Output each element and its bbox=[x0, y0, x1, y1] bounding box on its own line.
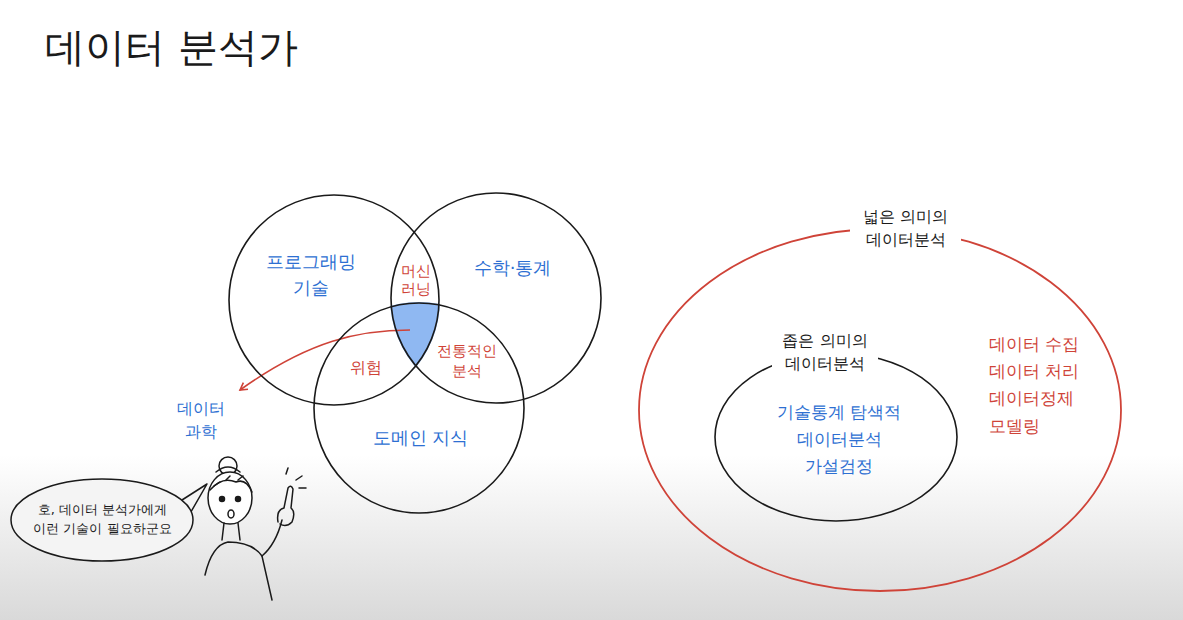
venn-circle: 도메인 지식 bbox=[313, 302, 525, 514]
speech-bubble-outline bbox=[10, 478, 194, 562]
node-label: 좁은 의미의 데이터분석 bbox=[772, 329, 878, 375]
node-label: 넓은 의미의 데이터분석 bbox=[850, 205, 961, 251]
venn-circle-outline bbox=[228, 194, 440, 406]
callout-label: 데이터 과학 bbox=[173, 397, 229, 443]
person-figure bbox=[205, 457, 306, 600]
node-body-text: 데이터 수집 데이터 처리 데이터정제 모델링 bbox=[989, 331, 1086, 440]
intersection-label: 머신러닝 bbox=[399, 262, 432, 298]
broad-ellipse: 넓은 의미의 데이터분석데이터 수집 데이터 처리 데이터정제 모델링좁은 의미… bbox=[638, 228, 1122, 592]
venn-circle-outline bbox=[313, 302, 525, 514]
intersection-label: 전통적인 분석 bbox=[434, 342, 500, 381]
speech-bubble: 호, 데이터 분석가에게 이런 기술이 필요하군요 bbox=[10, 478, 194, 562]
intersection-label: 위험 bbox=[349, 356, 382, 379]
node-label: 호, 데이터 분석가에게 이런 기술이 필요하군요 bbox=[27, 501, 178, 539]
venn-circle-outline bbox=[390, 192, 602, 404]
narrow-ellipse: 좁은 의미의 데이터분석기술통계 탐색적 데이터분석 가설검정 bbox=[714, 352, 958, 522]
node-body-text: 기술통계 탐색적 데이터분석 가설검정 bbox=[765, 399, 913, 481]
center-region bbox=[313, 302, 525, 514]
node-label: 수학·통계 bbox=[473, 255, 552, 281]
node-label: 도메인 지식 bbox=[372, 425, 469, 451]
venn-circle: 수학·통계 bbox=[390, 192, 602, 404]
node-label: 프로그래밍 기술 bbox=[260, 249, 361, 301]
page-title: 데이터 분석가 bbox=[45, 20, 298, 75]
venn-circle: 프로그래밍 기술 bbox=[228, 194, 440, 406]
